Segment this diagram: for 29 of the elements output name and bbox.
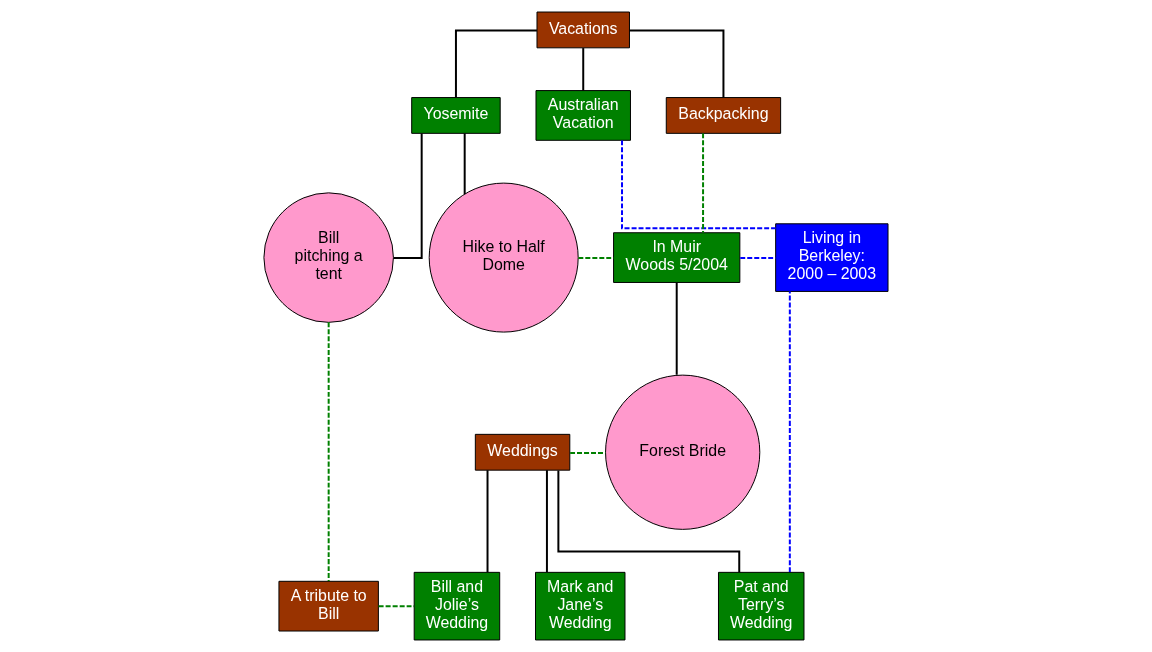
node-box: Pat and Terry’s Wedding <box>717 571 805 641</box>
connector <box>454 29 538 99</box>
node-box: In Muir Woods 5/2004 <box>613 232 741 283</box>
node-circle: Bill pitching a tent <box>263 192 394 323</box>
connector <box>621 139 777 230</box>
node-circle: Forest Bride <box>605 374 761 530</box>
node-box: A tribute to Bill <box>278 580 379 632</box>
node-box: Yosemite <box>411 97 501 134</box>
connector <box>545 469 548 574</box>
node-box: Vacations <box>536 11 630 49</box>
connector <box>739 257 777 260</box>
node-box: Backpacking <box>665 97 782 134</box>
node-circle: Hike to Half Dome <box>428 182 579 333</box>
connector <box>377 605 415 608</box>
node-box: Bill and Jolie’s Wedding <box>413 571 501 641</box>
node-box: Mark and Jane’s Wedding <box>535 571 626 641</box>
node-box: Australian Vacation <box>535 90 631 141</box>
connector <box>557 469 741 574</box>
connector <box>392 132 423 260</box>
connector <box>486 469 489 574</box>
connector <box>327 321 330 583</box>
connector <box>788 290 791 574</box>
connector <box>702 132 705 234</box>
connector <box>675 281 678 376</box>
node-box: Living in Berkeley: 2000 – 2003 <box>775 223 889 292</box>
connector <box>463 132 466 196</box>
connector <box>628 29 725 99</box>
connector <box>582 47 585 92</box>
node-box: Weddings <box>474 433 571 471</box>
